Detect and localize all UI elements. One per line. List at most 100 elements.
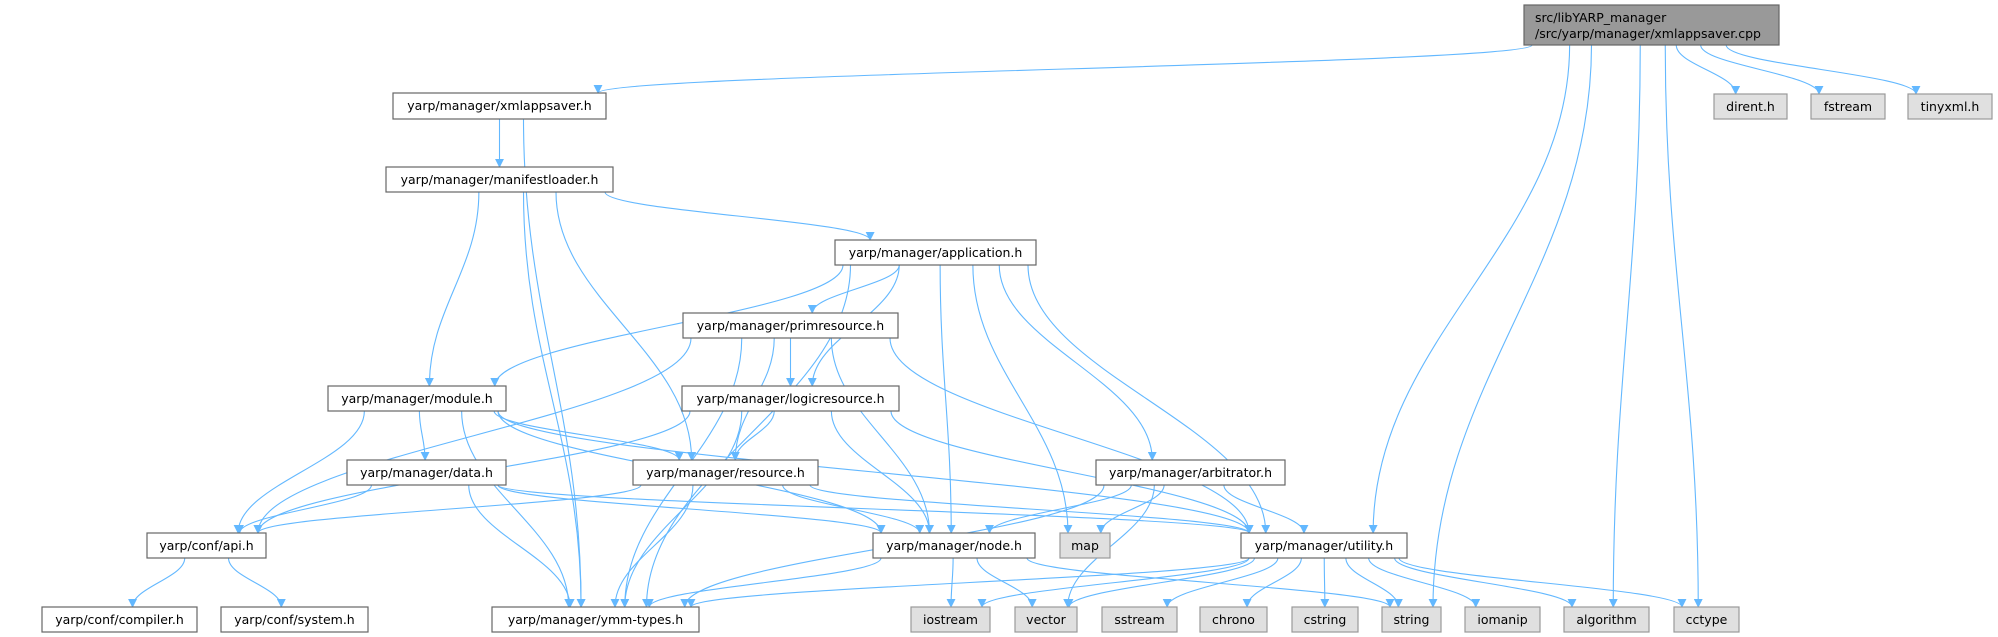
edge-utility-to-cstring (1320, 557, 1330, 608)
edge-manifestloader-to-module (424, 191, 480, 387)
node-manifestloader[interactable]: yarp/manager/manifestloader.h (385, 166, 614, 193)
node-box (1713, 93, 1788, 120)
node-box (682, 312, 899, 339)
node-label: algorithm (1576, 612, 1636, 627)
edge-module-to-api (233, 410, 365, 534)
edge-manifestloader-to-application (604, 191, 875, 241)
node-dirent: dirent.h (1713, 93, 1788, 120)
edge-api-to-system (227, 557, 286, 608)
edge-logicresource-to-resource (730, 410, 775, 461)
node-vector: vector (1014, 606, 1078, 633)
edge-utility-to-vector (1064, 557, 1256, 608)
edge-module-to-utility (497, 410, 1254, 534)
edge-node-to-iostream (946, 557, 956, 608)
edge-arbitrator-to-map (1096, 484, 1165, 534)
node-label: yarp/manager/xmlappsaver.h (407, 98, 591, 113)
node-label: chrono (1212, 612, 1255, 627)
node-api[interactable]: yarp/conf/api.h (146, 532, 267, 559)
edge-resource-to-node (782, 484, 925, 534)
edge-resource-to-ymmtypes (610, 484, 694, 608)
node-label: iostream (923, 612, 978, 627)
node-label: src/libYARP_manager (1535, 10, 1667, 25)
node-map: map (1059, 532, 1111, 559)
edge-data-to-utility (497, 484, 1254, 534)
node-utility[interactable]: yarp/manager/utility.h (1240, 532, 1408, 559)
edge-module-to-ymmtypes (461, 410, 574, 608)
edge-application-to-utility (1027, 264, 1271, 534)
edge-node-to-string (1026, 557, 1395, 608)
node-algorithm: algorithm (1563, 606, 1650, 633)
node-primresource[interactable]: yarp/manager/primresource.h (682, 312, 899, 339)
edge-module-to-resource (493, 410, 684, 461)
node-arbitrator[interactable]: yarp/manager/arbitrator.h (1095, 459, 1286, 486)
node-label: sstream (1114, 612, 1164, 627)
node-label: yarp/conf/api.h (159, 538, 253, 553)
node-system[interactable]: yarp/conf/system.h (220, 606, 369, 633)
edge-root-to-fstream (1700, 44, 1824, 95)
node-label: yarp/manager/module.h (341, 391, 492, 406)
node-label: /src/yarp/manager/xmlappsaver.cpp (1535, 26, 1761, 41)
node-xmlappsaver[interactable]: yarp/manager/xmlappsaver.h (392, 92, 607, 120)
node-box (220, 606, 369, 633)
node-box (1464, 606, 1541, 633)
node-label: iomanip (1477, 612, 1527, 627)
node-box (385, 166, 614, 193)
node-label: vector (1026, 612, 1067, 627)
node-resource[interactable]: yarp/manager/resource.h (632, 459, 819, 486)
node-box (1810, 93, 1886, 120)
node-box (1523, 4, 1780, 46)
node-application[interactable]: yarp/manager/application.h (834, 239, 1037, 266)
edge-xmlappsaver-to-ymmtypes (522, 118, 586, 608)
node-label: string (1394, 612, 1430, 627)
edge-root-to-cctype (1664, 44, 1703, 608)
edge-primresource-to-utility (889, 337, 1254, 534)
node-data[interactable]: yarp/manager/data.h (346, 459, 507, 486)
node-compiler[interactable]: yarp/conf/compiler.h (41, 606, 198, 633)
node-tinyxml: tinyxml.h (1907, 93, 1993, 120)
node-box (632, 459, 819, 486)
node-iomanip: iomanip (1464, 606, 1541, 633)
node-label: yarp/manager/primresource.h (697, 318, 884, 333)
edge-node-to-ymmtypes (644, 557, 882, 608)
edge-root-to-tinyxml (1725, 44, 1921, 95)
node-label: yarp/conf/system.h (234, 612, 354, 627)
node-box (910, 606, 991, 633)
node-cstring: cstring (1291, 606, 1359, 633)
node-cctype: cctype (1673, 606, 1740, 633)
edge-logicresource-to-node (830, 410, 934, 534)
edge-data-to-api (235, 484, 373, 534)
edge-application-to-map (972, 264, 1073, 534)
edge-application-to-module (490, 264, 844, 387)
edge-utility-to-chrono (1242, 557, 1302, 608)
node-node[interactable]: yarp/manager/node.h (872, 532, 1036, 559)
node-label: fstream (1824, 99, 1872, 114)
node-box (392, 92, 607, 120)
node-string: string (1381, 606, 1442, 633)
edge-utility-to-cctype (1398, 557, 1687, 608)
node-label: yarp/manager/ymm-types.h (508, 612, 683, 627)
edge-node-to-vector (976, 557, 1037, 608)
edge-manifestloader-to-ymmtypes (522, 191, 586, 608)
node-ymmtypes[interactable]: yarp/manager/ymm-types.h (491, 606, 700, 633)
node-logicresource[interactable]: yarp/manager/logicresource.h (681, 385, 900, 412)
node-module[interactable]: yarp/manager/module.h (327, 385, 507, 412)
node-box (491, 606, 700, 633)
node-iostream: iostream (910, 606, 991, 633)
edge-arbitrator-to-vector (1063, 484, 1155, 608)
node-sstream: sstream (1101, 606, 1178, 633)
edge-utility-to-iomanip (1368, 557, 1481, 608)
node-label: cstring (1304, 612, 1347, 627)
edge-resource-to-api (253, 484, 642, 534)
node-label: cctype (1686, 612, 1728, 627)
node-root: src/libYARP_manager/src/yarp/manager/xml… (1523, 4, 1780, 46)
node-box (1199, 606, 1268, 633)
edge-root-to-algorithm (1608, 44, 1641, 608)
edge-logicresource-to-utility (890, 410, 1254, 534)
edge-application-to-primresource (807, 264, 900, 314)
node-box (327, 385, 507, 412)
node-box (681, 385, 900, 412)
node-box (1673, 606, 1740, 633)
node-label: dirent.h (1726, 99, 1775, 114)
node-label: yarp/manager/logicresource.h (696, 391, 884, 406)
